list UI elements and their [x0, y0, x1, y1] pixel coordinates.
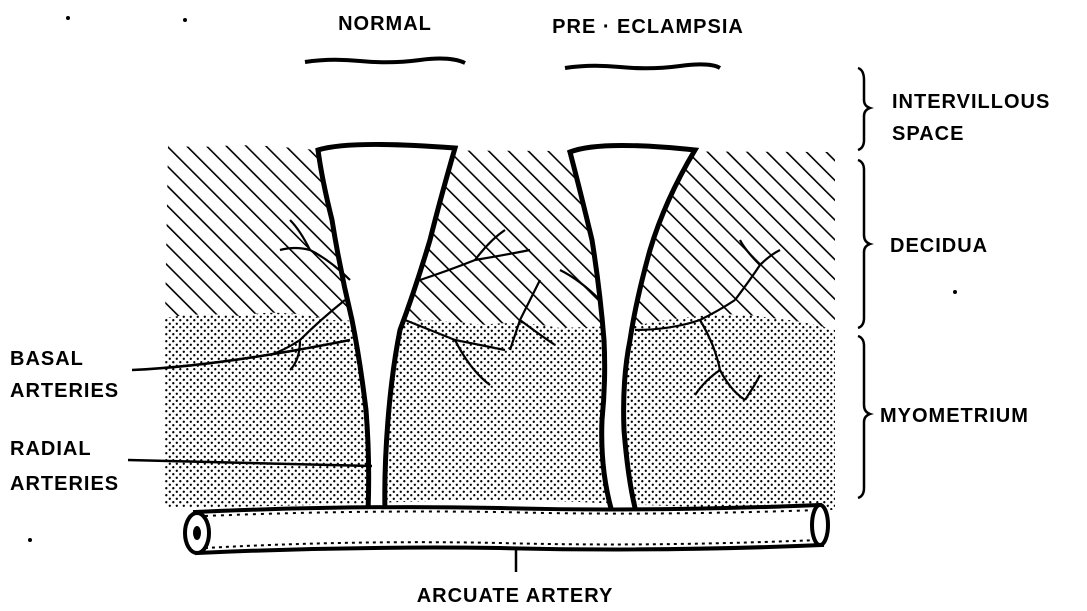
header-normal: NORMAL	[338, 13, 432, 35]
label-radial-line1: RADIAL	[10, 438, 92, 460]
label-basal-line1: BASAL	[10, 348, 84, 370]
label-decidua: DECIDUA	[890, 235, 988, 257]
tissue-block	[165, 144, 835, 512]
label-basal-line2: ARTERIES	[10, 380, 119, 402]
label-radial-line2: ARTERIES	[10, 473, 119, 495]
label-intervillous-line2: SPACE	[892, 123, 964, 145]
label-intervillous-line1: INTERVILLOUS	[892, 91, 1050, 113]
label-arcuate-artery: ARCUATE ARTERY	[417, 585, 614, 607]
label-myometrium: MYOMETRIUM	[880, 405, 1029, 427]
myometrium-layer	[165, 305, 835, 510]
decidua-layer	[165, 145, 835, 330]
right-braces	[858, 68, 870, 498]
normal-underline	[305, 59, 465, 63]
arcuate-artery	[185, 505, 828, 553]
pre-eclampsia-underline	[565, 64, 720, 68]
header-pre-eclampsia: PRE · ECLAMPSIA	[552, 16, 744, 38]
